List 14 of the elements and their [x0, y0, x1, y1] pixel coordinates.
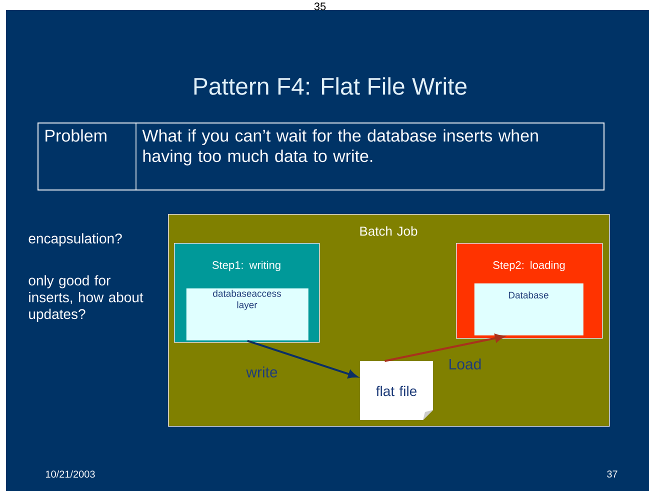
- table-cell: What if you can’t wait for the database inserts when having too much data to write.: [142, 129, 538, 166]
- edge-label: Load: [450, 358, 481, 370]
- component-box: Database: [474, 283, 584, 336]
- edge-label: write: [246, 366, 278, 378]
- side-note: only good for inserts, how about updates?: [28, 275, 144, 322]
- component-box: databaseaccess layer: [186, 288, 308, 340]
- side-note: encapsulation?: [28, 233, 122, 246]
- slide-number: 37: [607, 470, 618, 478]
- arrow: [247, 340, 358, 378]
- arrow: [384, 334, 504, 362]
- page-number: 35: [314, 2, 326, 10]
- date-label: 10/21/2003: [46, 470, 95, 478]
- table-cell: Problem: [46, 129, 106, 142]
- slide-title: Pattern F4: Flat File Write: [194, 77, 467, 95]
